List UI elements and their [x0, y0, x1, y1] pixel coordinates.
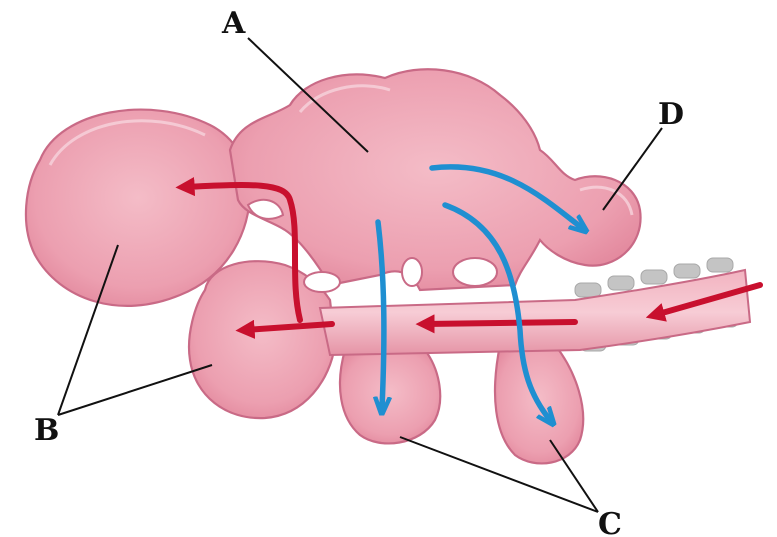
- label-d: D: [658, 97, 684, 132]
- label-b: B: [34, 413, 59, 448]
- central-body-a: [230, 69, 641, 290]
- label-c: C: [598, 507, 622, 537]
- glandular-tissue: [26, 69, 750, 463]
- leader-b-lower: [58, 365, 212, 415]
- label-a: A: [221, 6, 246, 41]
- sac-c-left: [340, 350, 440, 443]
- red-arrow-duct: [425, 322, 575, 324]
